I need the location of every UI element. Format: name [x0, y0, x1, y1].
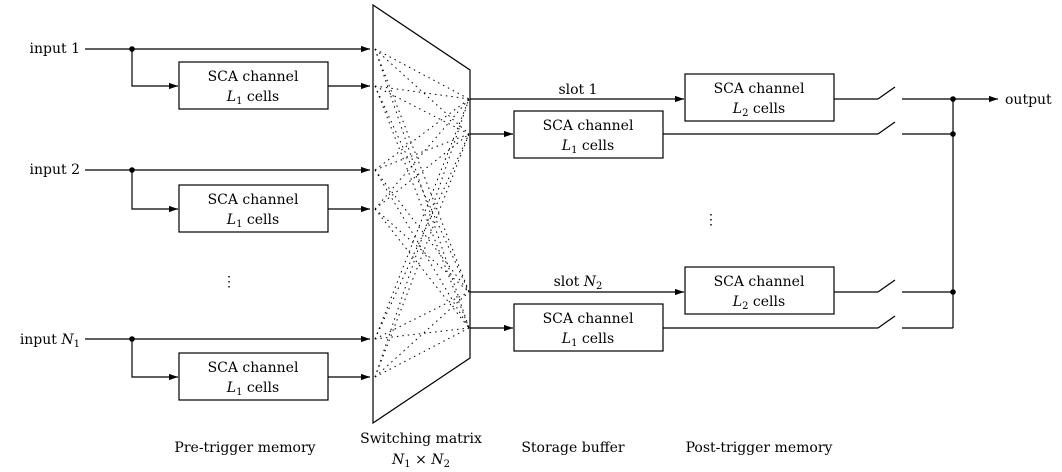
sca-box-storage-1 — [513, 110, 664, 159]
sca-box-pre-n1 — [178, 352, 329, 401]
matrix-connection — [374, 48, 470, 100]
sca-box-title: SCA channel — [714, 81, 805, 97]
switch-1a — [877, 86, 896, 100]
switching-connections — [374, 48, 470, 378]
branch-wire — [131, 339, 178, 381]
sca-box-cells: L1 cells — [226, 380, 279, 398]
ellipsis-storage: ⋮ — [704, 212, 718, 228]
input-row-2: input 2 SCA channel L1 cells — [30, 162, 370, 233]
matrix-connection — [374, 98, 470, 340]
matrix-connection — [374, 169, 470, 293]
matrix-connection — [374, 327, 470, 378]
matrix-connection — [374, 98, 470, 210]
sca-box-pre-1 — [178, 61, 329, 110]
sca-box-cells: L1 cells — [226, 212, 279, 230]
input-row-n1: input N1 SCA channel L1 cells — [20, 332, 370, 401]
ellipsis-pretrigger: ⋮ — [222, 274, 236, 290]
switching-matrix — [372, 3, 471, 425]
sca-box-post-n2 — [684, 266, 835, 315]
switch-1b — [877, 121, 896, 135]
matrix-connection — [374, 85, 470, 135]
junction-dot — [950, 289, 956, 295]
switch-nb — [877, 315, 896, 329]
sca-box-title: SCA channel — [208, 192, 299, 208]
input-row-1: input 1 SCA channel L1 cells — [30, 41, 370, 110]
sca-box-title: SCA channel — [208, 69, 299, 85]
branch-wire — [131, 170, 178, 213]
sca-box-cells: L2 cells — [732, 294, 785, 312]
input-2-label: input 2 — [30, 162, 80, 178]
slot-n2-label: slot N2 — [554, 274, 603, 292]
sca-box-cells: L2 cells — [732, 101, 785, 119]
sca-box-cells: L1 cells — [561, 331, 614, 349]
sca-box-title: SCA channel — [208, 360, 299, 376]
sca-box-cells: L1 cells — [561, 138, 614, 156]
matrix-connection — [374, 291, 470, 378]
matrix-connection — [374, 48, 470, 135]
sca-box-cells: L1 cells — [226, 89, 279, 107]
label-switching-dims: N1 × N2 — [391, 452, 450, 470]
sca-box-title: SCA channel — [543, 311, 634, 327]
slot-n2: slot N2 SCA channel L2 cells SCA channel… — [470, 266, 956, 352]
label-storage-buffer: Storage buffer — [521, 440, 625, 456]
input-1-label: input 1 — [30, 41, 80, 57]
sca-box-pre-2 — [178, 184, 329, 233]
matrix-connection — [374, 133, 470, 171]
switch-na — [877, 279, 896, 293]
matrix-connection — [374, 291, 470, 340]
branch-wire — [131, 49, 178, 90]
output-label: output — [1005, 92, 1052, 108]
label-posttrigger: Post-trigger memory — [686, 440, 833, 456]
slot-1-label: slot 1 — [558, 82, 597, 98]
matrix-connection — [374, 133, 470, 340]
input-n1-label: input N1 — [20, 332, 80, 350]
sca-box-title: SCA channel — [714, 274, 805, 290]
label-switching-matrix: Switching matrix — [360, 431, 482, 447]
sca-box-title: SCA channel — [543, 118, 634, 134]
slot-1: slot 1 SCA channel L2 cells SCA channel … — [470, 73, 998, 159]
sca-box-post-1 — [684, 73, 835, 122]
label-pretrigger: Pre-trigger memory — [174, 440, 315, 456]
